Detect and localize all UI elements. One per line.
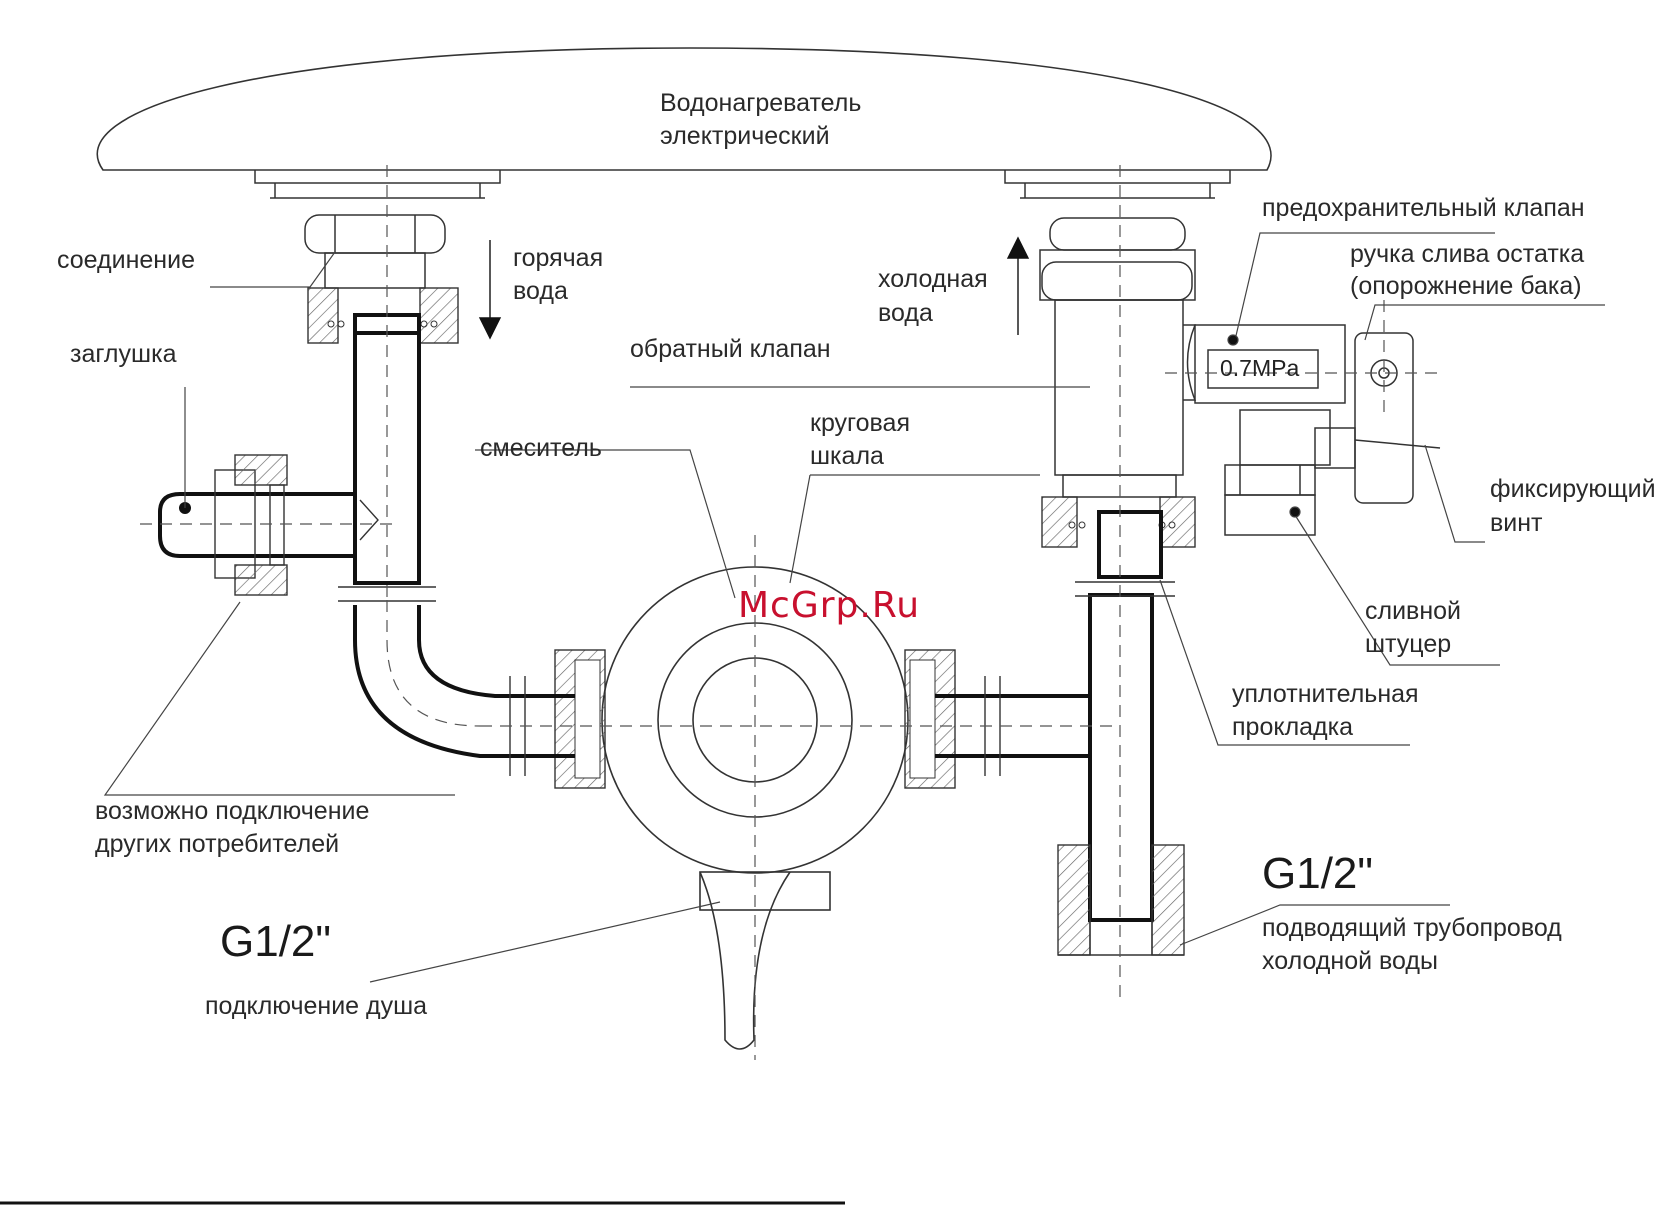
hot-elbow <box>353 605 510 758</box>
label-drain-handle-2: (опорожнение бака) <box>1350 272 1582 300</box>
label-fixing-screw-2: винт <box>1490 509 1543 537</box>
label-supply-2: холодной воды <box>1262 947 1438 975</box>
label-thread-left: G1/2" <box>220 917 332 966</box>
label-plug: заглушка <box>70 340 177 368</box>
cold-pipe <box>1088 510 1163 922</box>
label-cold-water-1: холодная <box>878 265 988 293</box>
label-thread-right: G1/2" <box>1262 849 1374 898</box>
label-check-valve: обратный клапан <box>630 335 831 363</box>
label-connection: соединение <box>57 246 195 274</box>
plug-branch <box>158 492 355 558</box>
label-drain-fitting-2: штуцер <box>1365 630 1452 658</box>
label-dial-2: шкала <box>810 442 884 470</box>
hot-outlet-fitting <box>254 170 501 289</box>
cold-inlet-nut-r <box>1151 844 1185 956</box>
pressure-gauge-value: 0.7MPa <box>1220 355 1300 381</box>
mixer-pipes <box>510 694 1090 758</box>
label-shower-connection: подключение душа <box>205 992 428 1020</box>
label-drain-fitting-1: сливной <box>1365 597 1462 625</box>
cold-arrow <box>1006 236 1030 335</box>
hot-arrow <box>478 240 502 340</box>
left-union-nut-r <box>419 287 459 344</box>
label-dial-1: круговая <box>810 409 910 437</box>
label-fixing-screw-1: фиксирующий <box>1490 475 1656 503</box>
label-gasket-2: прокладка <box>1232 713 1354 741</box>
label-supply-1: подводящий трубопровод <box>1262 914 1562 942</box>
label-hot-water-1: горячая <box>513 244 604 272</box>
cold-inlet-nut-l <box>1057 844 1091 956</box>
label-mixer: смеситель <box>480 434 602 462</box>
safety-valve <box>1183 324 1441 536</box>
label-hot-water-2: вода <box>513 277 568 305</box>
label-gasket-1: уплотнительная <box>1232 680 1419 708</box>
label-other-consumers-1: возможно подключение <box>95 797 370 825</box>
label-drain-handle-1: ручка слива остатка <box>1350 240 1585 268</box>
label-cold-water-2: вода <box>878 299 933 327</box>
drain-handle <box>1354 332 1414 504</box>
label-other-consumers-2: других потребителей <box>95 830 340 858</box>
heater-tank <box>96 47 1272 171</box>
leader-lines <box>103 232 1605 983</box>
cold-outlet-fitting <box>1004 170 1231 498</box>
plug-nut <box>214 454 288 596</box>
center-lines <box>140 165 1440 1060</box>
label-heater-2: электрический <box>660 122 830 150</box>
label-heater-1: Водонагреватель <box>660 89 862 117</box>
left-union-nut-l <box>307 287 339 344</box>
label-safety-valve: предохранительный клапан <box>1262 194 1585 222</box>
watermark: McGrp.Ru <box>738 585 921 626</box>
